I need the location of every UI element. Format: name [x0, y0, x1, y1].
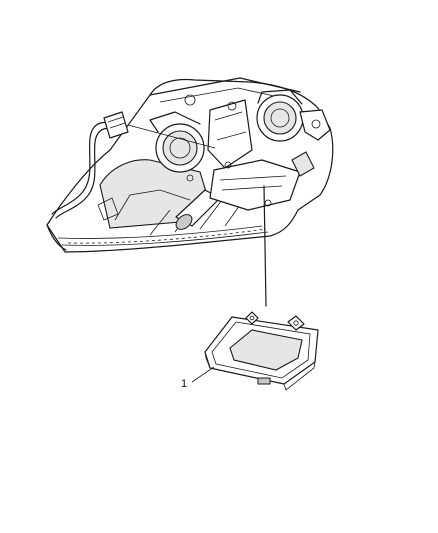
wiring-harness: [51, 111, 216, 219]
callout-label-1: 1: [181, 378, 188, 390]
leader-line: [263, 185, 267, 307]
right-projector-lens: [256, 89, 304, 142]
headlamp-assembly: [46, 77, 334, 253]
left-projector-lens: [149, 111, 205, 173]
ballast-module: [204, 311, 319, 391]
bulb-socket: [175, 189, 221, 230]
callout-leader: [191, 366, 215, 383]
